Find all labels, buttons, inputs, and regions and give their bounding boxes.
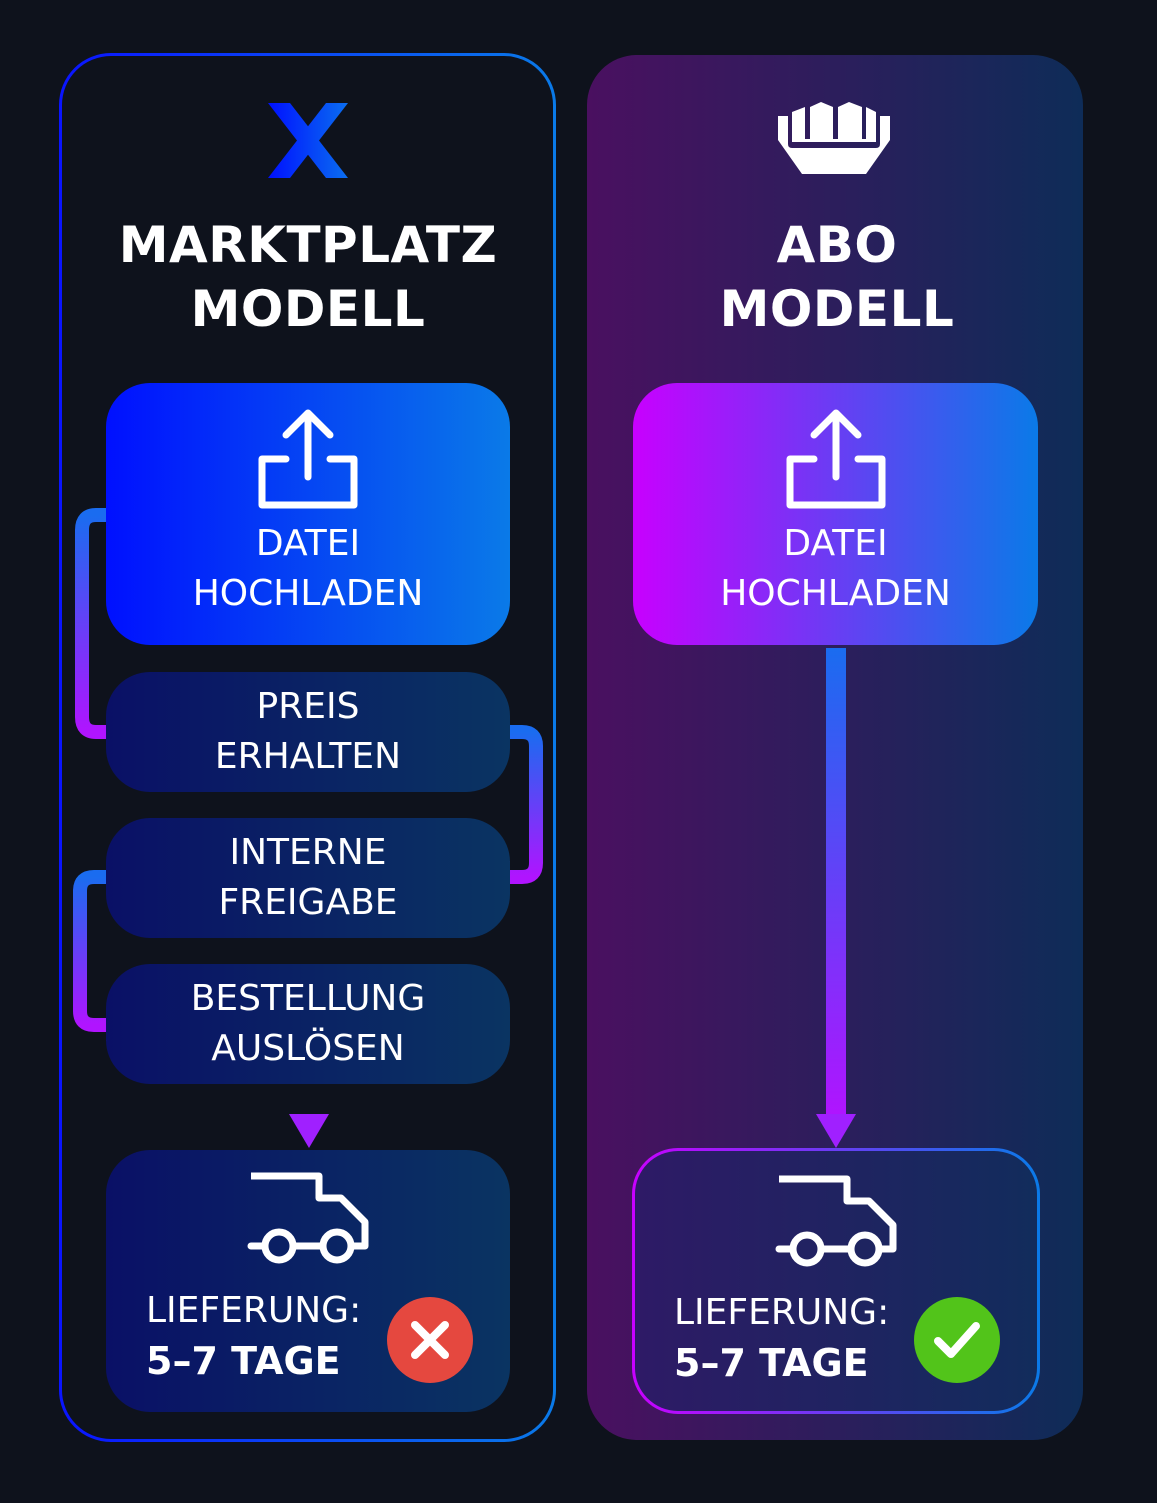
subscription-delivery-box: LIEFERUNG: 5–7 TAGE: [632, 1148, 1040, 1414]
marketplace-title-line1: MARKTPLATZ: [118, 216, 498, 274]
subscription-title-line2: MODELL: [719, 280, 955, 338]
upload-label-line1: DATEI: [783, 523, 888, 564]
step-label-line1: PREIS: [256, 686, 360, 727]
check-icon: [914, 1297, 1000, 1383]
upload-file-step: DATEI HOCHLADEN: [633, 383, 1038, 645]
subscription-title-line1: ABO: [776, 216, 898, 274]
step-label-line1: INTERNE: [229, 832, 387, 873]
delivery-label: LIEFERUNG:: [146, 1290, 362, 1331]
connector-upload-to-delivery: [816, 648, 856, 1148]
step-get-price: PREIS ERHALTEN: [106, 672, 510, 792]
step-label-line2: ERHALTEN: [214, 736, 402, 777]
upload-label-line2: HOCHLADEN: [720, 573, 951, 614]
truck-icon: [775, 1175, 897, 1267]
step-label-line2: AUSLÖSEN: [211, 1028, 405, 1069]
cross-icon: [387, 1297, 473, 1383]
connector-upload-to-price: [75, 508, 112, 739]
arrowhead-icon: [289, 1114, 329, 1148]
step-internal-approval: INTERNE FREIGABE: [106, 818, 510, 938]
upload-icon: [258, 409, 358, 509]
step-label-line1: BESTELLUNG: [190, 978, 426, 1019]
crown-hand-logo-icon: [778, 102, 890, 174]
marketplace-title-line2: MODELL: [190, 280, 426, 338]
marketplace-delivery-box: LIEFERUNG: 5–7 TAGE: [106, 1150, 510, 1412]
arrowhead-icon: [816, 1114, 856, 1148]
x-logo-icon: [268, 103, 348, 178]
upload-label-line2: HOCHLADEN: [192, 573, 424, 614]
connector-approval-to-order: [73, 870, 112, 1032]
delivery-label: LIEFERUNG:: [674, 1292, 890, 1333]
delivery-time: 5–7 TAGE: [674, 1341, 869, 1385]
upload-icon: [786, 409, 885, 509]
upload-label-line1: DATEI: [255, 523, 361, 564]
truck-icon: [247, 1172, 369, 1264]
connector-price-to-approval: [505, 725, 543, 884]
delivery-time: 5–7 TAGE: [146, 1339, 341, 1383]
step-place-order: BESTELLUNG AUSLÖSEN: [106, 964, 510, 1084]
step-label-line2: FREIGABE: [218, 882, 398, 923]
upload-file-step: DATEI HOCHLADEN: [106, 383, 510, 645]
